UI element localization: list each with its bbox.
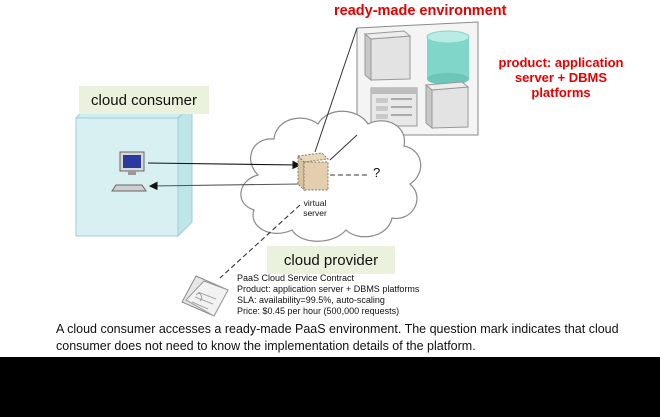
contract-link <box>219 204 301 279</box>
caption: A cloud consumer accesses a ready-made P… <box>56 322 619 353</box>
black-bar <box>0 357 660 417</box>
virtual-server-label-line: virtual <box>303 198 327 208</box>
question-mark: ? <box>373 165 381 180</box>
keyboard-icon <box>111 184 147 192</box>
server-icon <box>296 152 330 192</box>
provider-label: cloud provider <box>267 246 395 274</box>
monitor-icon <box>119 151 145 175</box>
server-block-icon <box>363 30 412 82</box>
server-block-icon <box>424 81 470 130</box>
contract-line: PaaS Cloud Service Contract <box>237 273 355 283</box>
contract-text: PaaS Cloud Service Contract Product: app… <box>237 273 419 317</box>
virtual-server-label: virtual server <box>293 198 337 218</box>
virtual-server-label-line: server <box>303 208 327 218</box>
diagram-title: ready-made environment <box>334 3 507 19</box>
request-arrow <box>147 160 302 170</box>
product-label-line: server + DBMS <box>514 70 608 85</box>
document-icon <box>370 87 418 127</box>
cloud-icon <box>240 110 422 242</box>
product-label-line: platforms <box>531 85 591 100</box>
contract-line: SLA: availability=99.5%, auto-scaling <box>237 295 385 305</box>
database-icon <box>426 30 470 85</box>
response-arrow <box>148 181 301 191</box>
contract-icon <box>181 275 229 317</box>
contract-line: Product: application server + DBMS platf… <box>237 284 420 294</box>
ready-made-environment-panel <box>356 21 479 136</box>
consumer-label: cloud consumer <box>79 86 209 114</box>
contract-line: Price: $0.45 per hour (500,000 requests) <box>237 306 400 316</box>
product-label-line: product: application <box>498 55 624 70</box>
product-label: product: application server + DBMS platf… <box>486 55 636 100</box>
